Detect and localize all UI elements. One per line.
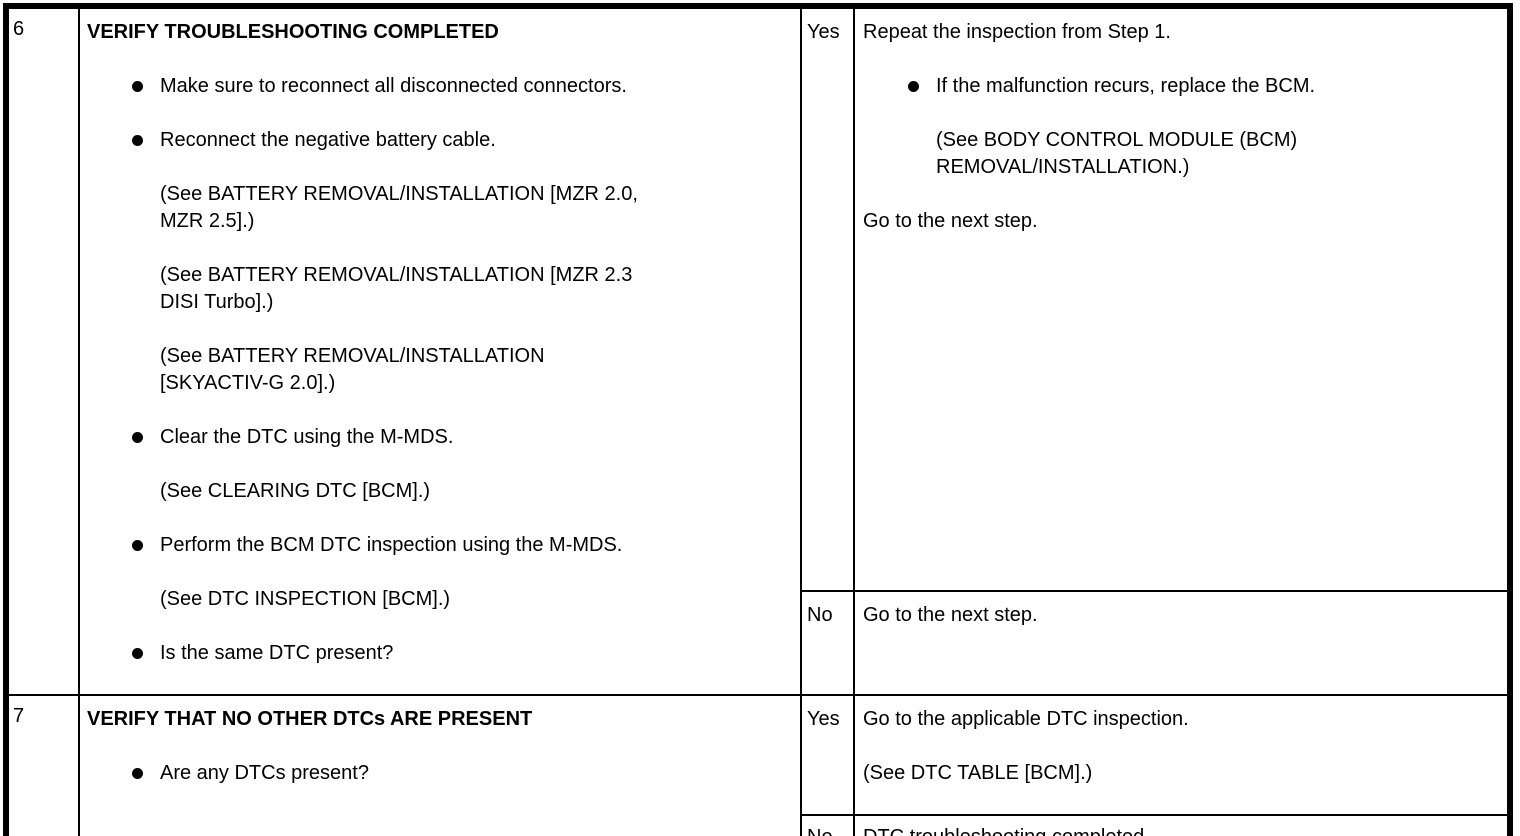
result-blocks: DTC troubleshooting completed. bbox=[863, 824, 1501, 836]
answer-label-no: No bbox=[800, 589, 855, 697]
bullet-icon bbox=[132, 768, 143, 779]
paragraph: (See DTC TABLE [BCM].) bbox=[863, 760, 1501, 787]
bullet-item: Make sure to reconnect all disconnected … bbox=[87, 73, 792, 100]
block-text: Go to the next step. bbox=[863, 603, 1038, 626]
action-title: VERIFY TROUBLESHOOTING COMPLETED bbox=[87, 21, 499, 43]
block-text: DTC troubleshooting completed. bbox=[863, 826, 1150, 836]
paragraph: DTC troubleshooting completed. bbox=[863, 824, 1501, 836]
block-text: Reconnect the negative battery cable. bbox=[160, 129, 496, 151]
bullet-icon bbox=[132, 432, 143, 443]
block-text: Clear the DTC using the M-MDS. bbox=[160, 426, 454, 448]
answer-label-no: No bbox=[800, 814, 855, 836]
bullet-icon bbox=[908, 81, 919, 92]
step-number: 7 bbox=[5, 694, 80, 836]
paragraph: Go to the next step. bbox=[863, 208, 1501, 235]
block-text: (See BATTERY REMOVAL/INSTALLATION [SKYAC… bbox=[160, 345, 545, 394]
paragraph: (See BODY CONTROL MODULE (BCM) REMOVAL/I… bbox=[863, 127, 1501, 181]
paragraph: (See BATTERY REMOVAL/INSTALLATION [SKYAC… bbox=[87, 343, 792, 397]
action-blocks: Make sure to reconnect all disconnected … bbox=[87, 73, 792, 667]
block-text: (See DTC TABLE [BCM].) bbox=[863, 762, 1093, 784]
result-cell: DTC troubleshooting completed. bbox=[853, 814, 1511, 836]
bullet-item: Reconnect the negative battery cable. bbox=[87, 127, 792, 154]
result-cell: Repeat the inspection from Step 1. If the… bbox=[853, 5, 1511, 592]
paragraph: (See CLEARING DTC [BCM].) bbox=[87, 478, 792, 505]
block-text: Make sure to reconnect all disconnected … bbox=[160, 75, 627, 97]
bullet-icon bbox=[132, 648, 143, 659]
troubleshooting-table: 6 VERIFY TROUBLESHOOTING COMPLETED Make … bbox=[3, 3, 1513, 836]
result-cell: Go to the next step. bbox=[853, 589, 1511, 697]
answer-label-yes: Yes bbox=[800, 5, 855, 592]
paragraph: (See BATTERY REMOVAL/INSTALLATION [MZR 2… bbox=[87, 262, 792, 316]
paragraph: (See BATTERY REMOVAL/INSTALLATION [MZR 2… bbox=[87, 181, 792, 235]
paragraph: Repeat the inspection from Step 1. bbox=[863, 19, 1501, 46]
bullet-icon bbox=[132, 135, 143, 146]
paragraph: Go to the next step. bbox=[863, 602, 1501, 629]
block-text: (See BATTERY REMOVAL/INSTALLATION [MZR 2… bbox=[160, 183, 638, 232]
paragraph: Go to the applicable DTC inspection. bbox=[863, 706, 1501, 733]
table-row-step6-yes: 6 VERIFY TROUBLESHOOTING COMPLETED Make … bbox=[5, 5, 1511, 696]
block-text: If the malfunction recurs, replace the B… bbox=[936, 75, 1316, 97]
action-title: VERIFY THAT NO OTHER DTCs ARE PRESENT bbox=[87, 708, 533, 730]
block-text: Go to the next step. bbox=[863, 210, 1038, 232]
action-cell: VERIFY THAT NO OTHER DTCs ARE PRESENT Ar… bbox=[78, 694, 802, 836]
block-text: Are any DTCs present? bbox=[160, 762, 369, 784]
paragraph: (See DTC INSPECTION [BCM].) bbox=[87, 586, 792, 613]
answer-label-yes: Yes bbox=[800, 694, 855, 816]
block-text: Repeat the inspection from Step 1. bbox=[863, 21, 1171, 43]
step-number: 6 bbox=[5, 5, 80, 696]
result-cell: Go to the applicable DTC inspection. (See… bbox=[853, 694, 1511, 816]
table-row-step7-no: No DTC troubleshooting completed. bbox=[6, 814, 1511, 836]
bullet-item: Clear the DTC using the M-MDS. bbox=[87, 424, 792, 451]
block-text: (See CLEARING DTC [BCM].) bbox=[160, 480, 431, 502]
bullet-item: If the malfunction recurs, replace the B… bbox=[863, 73, 1501, 100]
result-blocks: Repeat the inspection from Step 1. If the… bbox=[863, 19, 1501, 235]
bullet-icon bbox=[132, 81, 143, 92]
block-text: Go to the applicable DTC inspection. bbox=[863, 708, 1189, 730]
action-cell: VERIFY TROUBLESHOOTING COMPLETED Make su… bbox=[78, 5, 802, 696]
bullet-item: Is the same DTC present? bbox=[87, 640, 792, 667]
bullet-icon bbox=[132, 540, 143, 551]
bullet-item: Are any DTCs present? bbox=[87, 760, 792, 787]
block-text: (See BATTERY REMOVAL/INSTALLATION [MZR 2… bbox=[160, 264, 633, 313]
block-text: (See BODY CONTROL MODULE (BCM) REMOVAL/I… bbox=[936, 129, 1298, 178]
action-blocks: Are any DTCs present? bbox=[87, 760, 792, 787]
bullet-item: Perform the BCM DTC inspection using the… bbox=[87, 532, 792, 559]
block-text: (See DTC INSPECTION [BCM].) bbox=[160, 588, 451, 610]
block-text: Is the same DTC present? bbox=[160, 642, 394, 664]
result-blocks: Go to the next step. bbox=[863, 602, 1501, 629]
table-row-step7-yes: 7 VERIFY THAT NO OTHER DTCs ARE PRESENT … bbox=[5, 694, 1511, 836]
block-text: Perform the BCM DTC inspection using the… bbox=[160, 534, 623, 556]
result-blocks: Go to the applicable DTC inspection. (See… bbox=[863, 706, 1501, 787]
table-row-step6-no: No Go to the next step. bbox=[6, 589, 1511, 697]
